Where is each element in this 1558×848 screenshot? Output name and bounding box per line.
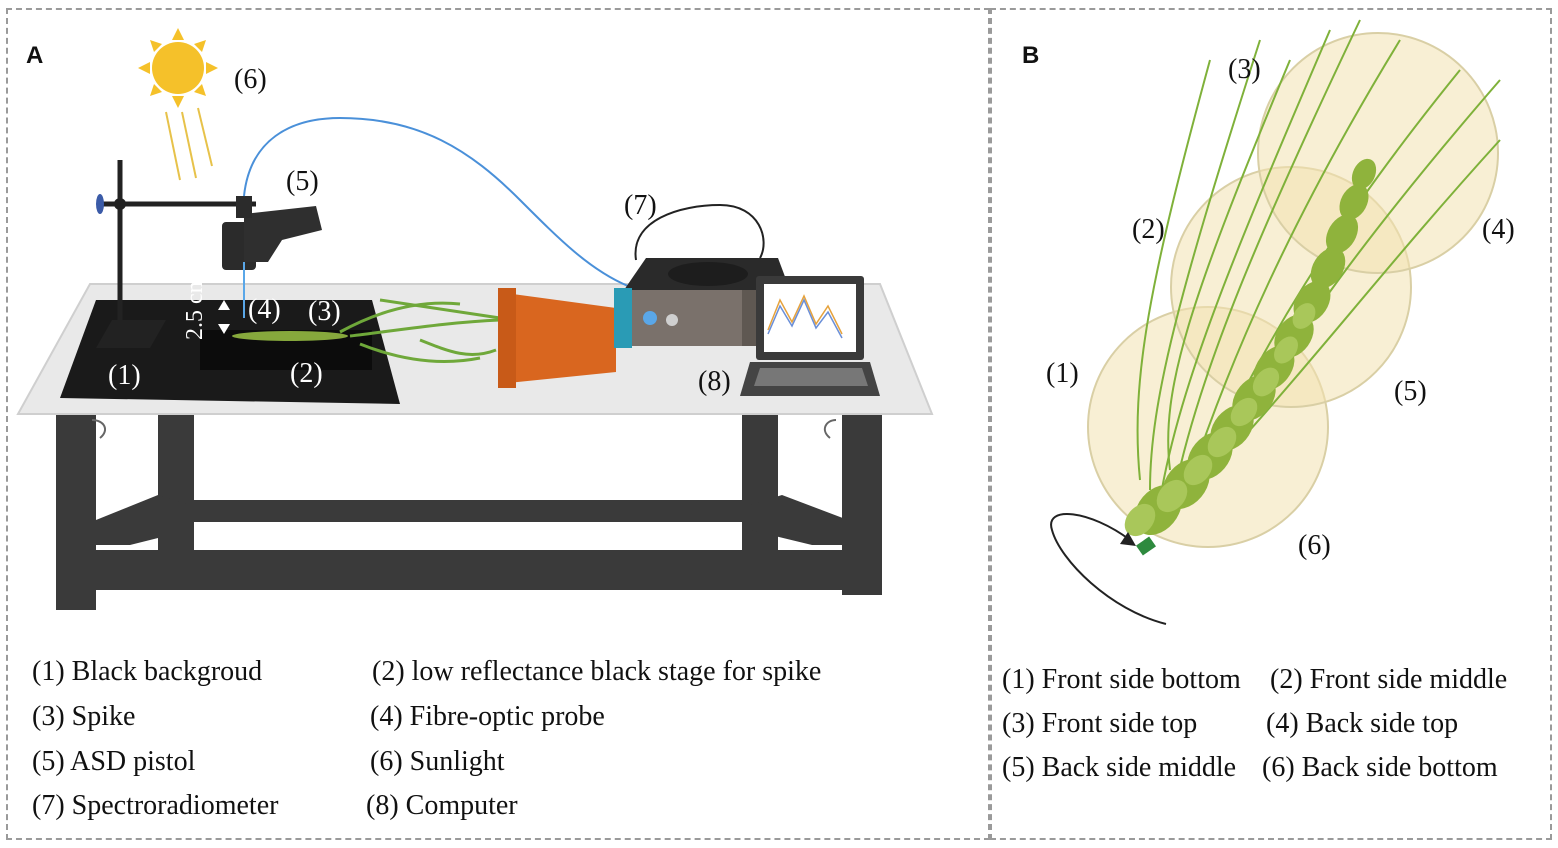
legend-item: (5) ASD pistol xyxy=(32,746,196,777)
distance-arrows xyxy=(218,300,230,334)
marker-black-stage: (2) xyxy=(290,358,323,389)
panel-b xyxy=(990,8,1552,840)
marker-black-background: (1) xyxy=(108,360,141,391)
marker-front-side-middle: (2) xyxy=(1132,214,1165,245)
plant-leaves xyxy=(339,298,501,363)
legend-item: (3) Front side top xyxy=(1002,708,1198,739)
marker-back-side-middle: (5) xyxy=(1394,376,1427,407)
marker-spectroradiometer: (7) xyxy=(624,190,657,221)
marker-front-side-top: (3) xyxy=(1228,54,1261,85)
panel-a xyxy=(6,8,990,840)
table-frame xyxy=(56,405,882,610)
spike-diagram xyxy=(1050,19,1501,625)
legend-item: (7) Spectroradiometer xyxy=(32,790,279,821)
marker-fibre-optic-probe: (4) xyxy=(248,294,281,325)
laptop xyxy=(740,276,880,396)
table-clip xyxy=(823,419,837,439)
panel-a-letter: A xyxy=(26,42,44,69)
legend-item: (6) Sunlight xyxy=(370,746,505,777)
setup-illustration xyxy=(16,28,934,610)
legend-item: (2) low reflectance black stage for spik… xyxy=(372,656,822,687)
measurement-circle-top xyxy=(1257,32,1499,274)
legend-item: (3) Spike xyxy=(32,701,136,732)
asd-pistol xyxy=(222,196,322,270)
legend-item: (2) Front side middle xyxy=(1270,664,1508,695)
marker-front-side-bottom: (1) xyxy=(1046,358,1079,389)
legend-item: (1) Front side bottom xyxy=(1002,664,1241,695)
pot xyxy=(498,288,616,388)
marker-back-side-bottom: (6) xyxy=(1298,530,1331,561)
rotation-arrowhead-icon xyxy=(1120,532,1136,546)
legend-item: (4) Back side top xyxy=(1266,708,1459,739)
legend-item: (4) Fibre-optic probe xyxy=(370,701,605,732)
spike-highlights xyxy=(1124,303,1316,537)
spectroradiometer xyxy=(614,203,790,348)
fibre-cable xyxy=(243,116,629,287)
panel-b-letter: B xyxy=(1022,42,1040,69)
sun-icon xyxy=(138,28,218,108)
legend-item: (1) Black backgroud xyxy=(32,656,263,687)
marker-back-side-top: (4) xyxy=(1482,214,1515,245)
marker-spike: (3) xyxy=(308,296,341,327)
spike-stem xyxy=(1136,536,1156,556)
legend-item: (5) Back side middle xyxy=(1002,752,1237,783)
legend-item: (8) Computer xyxy=(366,790,518,821)
legend-item: (6) Back side bottom xyxy=(1262,752,1498,783)
table-clip xyxy=(91,419,107,439)
marker-asd-pistol: (5) xyxy=(286,166,319,197)
retort-stand xyxy=(96,160,256,348)
spike-on-stage xyxy=(232,331,348,341)
marker-computer: (8) xyxy=(698,366,731,397)
rotation-arrow xyxy=(1050,513,1167,625)
marker-sunlight: (6) xyxy=(234,64,267,95)
sunlight-rays xyxy=(165,107,213,181)
